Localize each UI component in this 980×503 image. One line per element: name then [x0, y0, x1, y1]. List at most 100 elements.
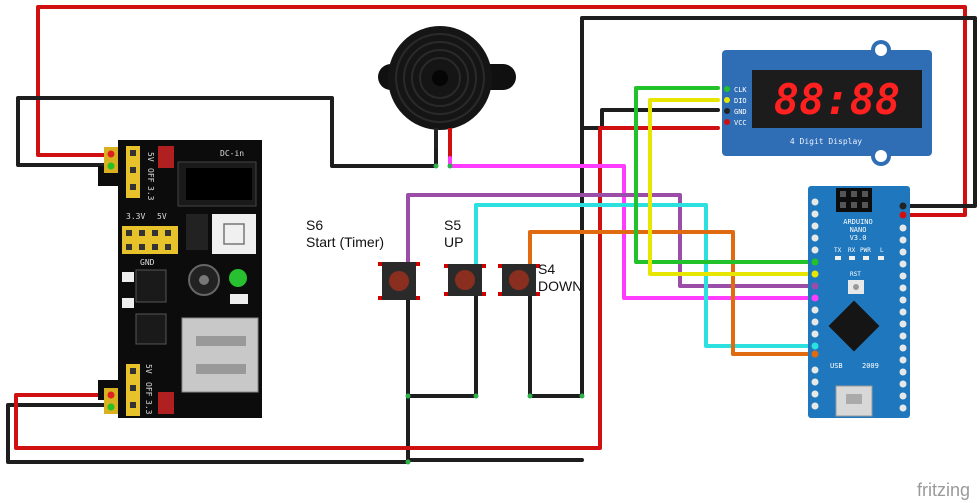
jumper-top-off: OFF — [146, 168, 155, 183]
usb-label: USB — [830, 362, 843, 370]
label-5v: 5V — [157, 212, 167, 221]
pin-header-top — [104, 147, 118, 173]
button-s6[interactable] — [378, 262, 420, 300]
voltage-regulator — [135, 269, 167, 303]
display-title: 4 Digit Display — [790, 137, 862, 146]
button-s5[interactable] — [444, 264, 486, 296]
wire-magenta — [448, 156, 814, 300]
jumper-bottom-off: OFF — [144, 382, 153, 397]
jumper-top-33: 3.3 — [146, 186, 155, 201]
red-pad — [158, 146, 174, 168]
label-33v: 3.3V — [126, 212, 145, 221]
module-power-button[interactable] — [212, 214, 256, 254]
buzzer-hole — [432, 70, 448, 86]
buzzer — [378, 26, 516, 148]
display-pin-clk: CLK — [734, 86, 747, 94]
button-cap — [455, 270, 475, 290]
display-digits: 88:88 — [774, 75, 900, 124]
wire-red-top-loop — [36, 5, 967, 217]
usb-port-inner — [196, 364, 246, 374]
button-leg — [498, 264, 502, 268]
red-pad — [158, 392, 174, 414]
wire-black-s4 — [528, 288, 584, 398]
mount-hole-inner — [875, 150, 887, 162]
display-pin-dio: DIO — [734, 97, 747, 105]
led-label-tx: TX — [834, 247, 842, 254]
header-mid-pins — [126, 230, 171, 250]
jumper-top-5v: 5V — [146, 152, 155, 162]
wire-yellow — [648, 98, 814, 276]
buzzer-ring — [403, 41, 477, 115]
smd-part — [122, 272, 134, 282]
button-cap — [509, 270, 529, 290]
junction-dot — [405, 393, 411, 399]
arduino-nano: ARDUINO NANO V3.0 TX RX PWR L RST 2009 U… — [808, 186, 910, 418]
button-leg — [482, 292, 486, 296]
button-leg — [536, 292, 540, 296]
wire-green — [634, 86, 814, 264]
arduino-line2: NANO — [850, 226, 867, 234]
voltage-regulator — [135, 313, 167, 345]
pin-red — [107, 391, 115, 399]
pin-green — [107, 162, 115, 170]
led-label-l: L — [880, 247, 884, 254]
dc-in-label: DC-in — [220, 149, 244, 158]
jumper-pin — [130, 167, 136, 173]
buzzer-ring — [419, 57, 461, 99]
left-pin-column — [811, 198, 819, 410]
button-leg — [444, 264, 448, 268]
usb-port — [181, 317, 259, 393]
rst-label: RST — [850, 271, 861, 278]
button-leg — [416, 296, 420, 300]
wire-purple — [406, 193, 814, 288]
button-s4[interactable] — [498, 264, 540, 296]
leds — [835, 256, 884, 260]
junction-dot — [405, 459, 411, 465]
arduino-year: 2009 — [862, 362, 879, 370]
jumper-pin — [130, 184, 136, 190]
button-leg — [498, 292, 502, 296]
arduino-line1: ARDUINO — [843, 218, 873, 226]
wire-black-bottom — [6, 403, 410, 464]
pin-red — [107, 150, 115, 158]
button-leg — [444, 292, 448, 296]
label-s6-caption: Start (Timer) — [306, 234, 384, 250]
smd-part — [122, 298, 134, 308]
wire-black-s5 — [406, 288, 478, 398]
jumper-bottom-33: 3.3 — [144, 400, 153, 415]
junction-dot — [447, 163, 453, 169]
label-s5-caption: UP — [444, 234, 463, 250]
buzzer-ring — [411, 49, 469, 107]
mini-usb-inner — [846, 394, 862, 404]
button-leg — [378, 262, 382, 266]
dc-jack-inner — [186, 168, 252, 200]
right-pin-column — [899, 202, 907, 412]
arduino-line3: V3.0 — [850, 234, 867, 242]
display-pins — [724, 86, 730, 125]
button-leg — [416, 262, 420, 266]
display-pin-gnd: GND — [734, 108, 747, 116]
mount-hole-inner — [875, 44, 887, 56]
jumper-pin — [130, 385, 136, 391]
smd-part — [230, 294, 248, 304]
display-pin-vcc: VCC — [734, 119, 747, 127]
junction-dot — [527, 393, 533, 399]
power-led — [229, 269, 247, 287]
jumper-pin — [130, 402, 136, 408]
label-s6-id: S6 — [306, 217, 323, 233]
fritzing-watermark: fritzing — [917, 480, 970, 500]
jumper-pin — [130, 150, 136, 156]
led-label-rx: RX — [848, 247, 856, 254]
label-gnd: GND — [140, 258, 155, 267]
module-power-button-cap — [223, 223, 245, 245]
button-leg — [536, 264, 540, 268]
wire-black-button-bus — [406, 298, 584, 462]
wire-orange — [528, 230, 814, 356]
jumper-bottom-5v: 5V — [144, 364, 153, 374]
label-s4-caption: DOWN — [538, 278, 582, 294]
pin-green — [107, 403, 115, 411]
button-leg — [378, 296, 382, 300]
power-module: 5V OFF 3.3 DC-in 3.3V 5V GND — [98, 140, 262, 418]
jumper-pin — [130, 368, 136, 374]
